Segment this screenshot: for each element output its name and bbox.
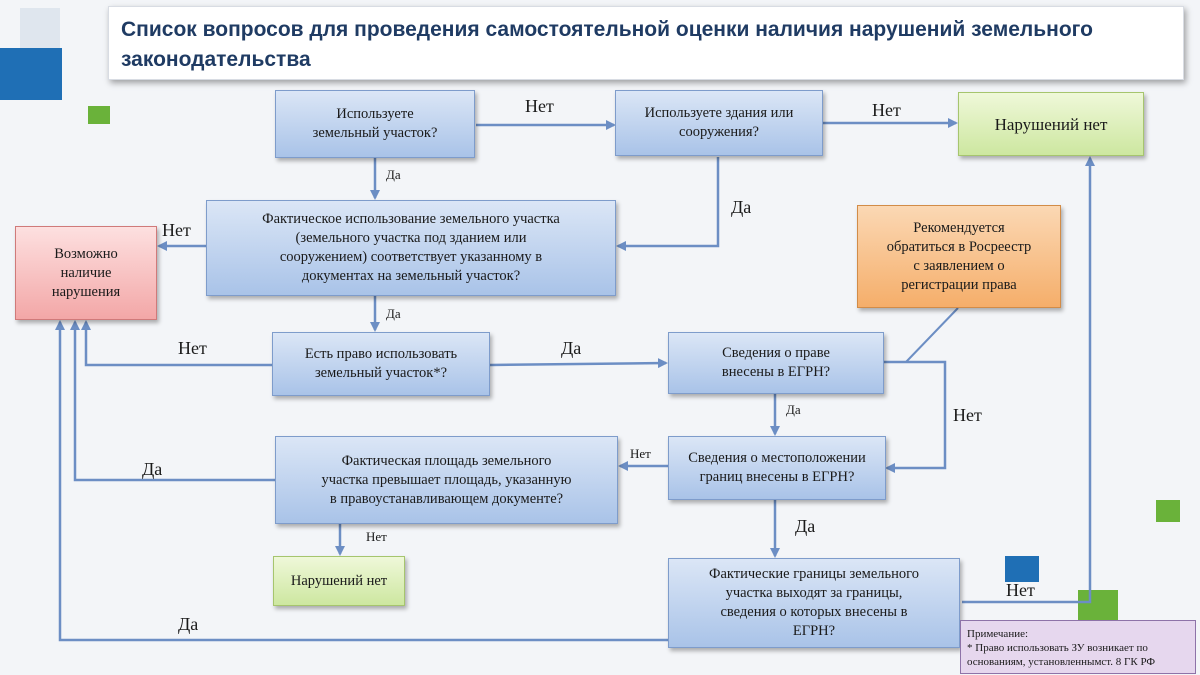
label-actual-no: Нет (162, 220, 191, 240)
label-egrn-yes: Да (786, 402, 801, 417)
arrow-recommend-link (905, 307, 959, 363)
question-actual-use-text: Фактическое использование земельного уча… (262, 211, 560, 284)
question-boundaries-exceed: Фактические границы земельного участка в… (668, 558, 960, 648)
result-possible-violation-text: Возможно наличие нарушения (51, 245, 121, 300)
decor-blue-square-2 (1005, 556, 1039, 582)
label-right-no: Нет (178, 338, 207, 358)
arrow-area-yes (70, 320, 275, 482)
question-area-exceeds-text: Фактическая площадь земельного участка п… (321, 452, 572, 507)
decor-green-square-2 (1156, 500, 1180, 522)
label-area-yes: Да (142, 459, 163, 479)
label-buildings-no: Нет (872, 100, 901, 120)
label-area-no: Нет (366, 529, 387, 544)
question-actual-use: Фактическое использование земельного уча… (206, 200, 616, 296)
decor-light-square-1 (20, 8, 60, 48)
label-right-yes: Да (561, 338, 582, 358)
arrow-buildings-yes (616, 157, 720, 251)
question-use-land: Используете земельный участок? (275, 90, 475, 158)
arrow-right-no (81, 320, 272, 367)
decor-green-square-1 (88, 106, 110, 124)
question-location-in-egrn-text: Сведения о местоположении границ внесены… (688, 450, 866, 485)
question-boundaries-exceed-text: Фактические границы земельного участка в… (709, 566, 919, 639)
footnote-heading: Примечание: (967, 628, 1029, 640)
label-boundaries-yes: Да (178, 614, 199, 634)
question-has-right-text: Есть право использовать земельный участо… (304, 346, 458, 381)
label-boundaries-no: Нет (1006, 580, 1035, 600)
result-no-violations-mid: Нарушений нет (273, 556, 405, 606)
label-location-no: Нет (630, 446, 651, 461)
label-use-land-yes: Да (386, 167, 401, 182)
arrow-egrn-no (884, 360, 947, 473)
result-possible-violation: Возможно наличие нарушения (15, 226, 157, 320)
label-actual-yes: Да (386, 306, 401, 321)
label-buildings-yes: Да (731, 197, 752, 217)
arrow-right-yes (489, 358, 668, 369)
title-panel: Список вопросов для проведения самостоят… (108, 6, 1184, 80)
label-location-yes: Да (795, 516, 816, 536)
label-egrn-no: Нет (953, 405, 982, 425)
decor-green-square-3 (1078, 590, 1118, 620)
question-use-land-text: Используете земельный участок? (312, 106, 438, 141)
question-area-exceeds: Фактическая площадь земельного участка п… (275, 436, 618, 524)
arrow-boundaries-no (962, 156, 1095, 604)
question-use-buildings-text: Используете здания или сооружения? (644, 105, 794, 140)
result-no-violations-top-text: Нарушений нет (994, 114, 1108, 134)
recommendation-text: Рекомендуется обратиться в Росреестр с з… (886, 219, 1032, 293)
footnote-box: Примечание: * Право использовать ЗУ возн… (960, 620, 1196, 674)
question-use-buildings: Используете здания или сооружения? (615, 90, 823, 156)
decor-blue-square-1 (0, 48, 62, 100)
recommendation-box: Рекомендуется обратиться в Росреестр с з… (857, 205, 1061, 308)
result-no-violations-mid-text: Нарушений нет (290, 572, 388, 589)
question-location-in-egrn: Сведения о местоположении границ внесены… (668, 436, 886, 500)
question-rights-in-egrn-text: Сведения о праве внесены в ЕГРН? (721, 345, 831, 380)
question-has-right: Есть право использовать земельный участо… (272, 332, 490, 396)
label-use-land-no: Нет (525, 96, 554, 116)
question-rights-in-egrn: Сведения о праве внесены в ЕГРН? (668, 332, 884, 394)
footnote-text: * Право использовать ЗУ возникает по осн… (967, 642, 1156, 668)
arrow-boundaries-yes (55, 320, 668, 642)
page-title: Список вопросов для проведения самостоят… (121, 18, 1093, 71)
result-no-violations-top: Нарушений нет (958, 92, 1144, 156)
